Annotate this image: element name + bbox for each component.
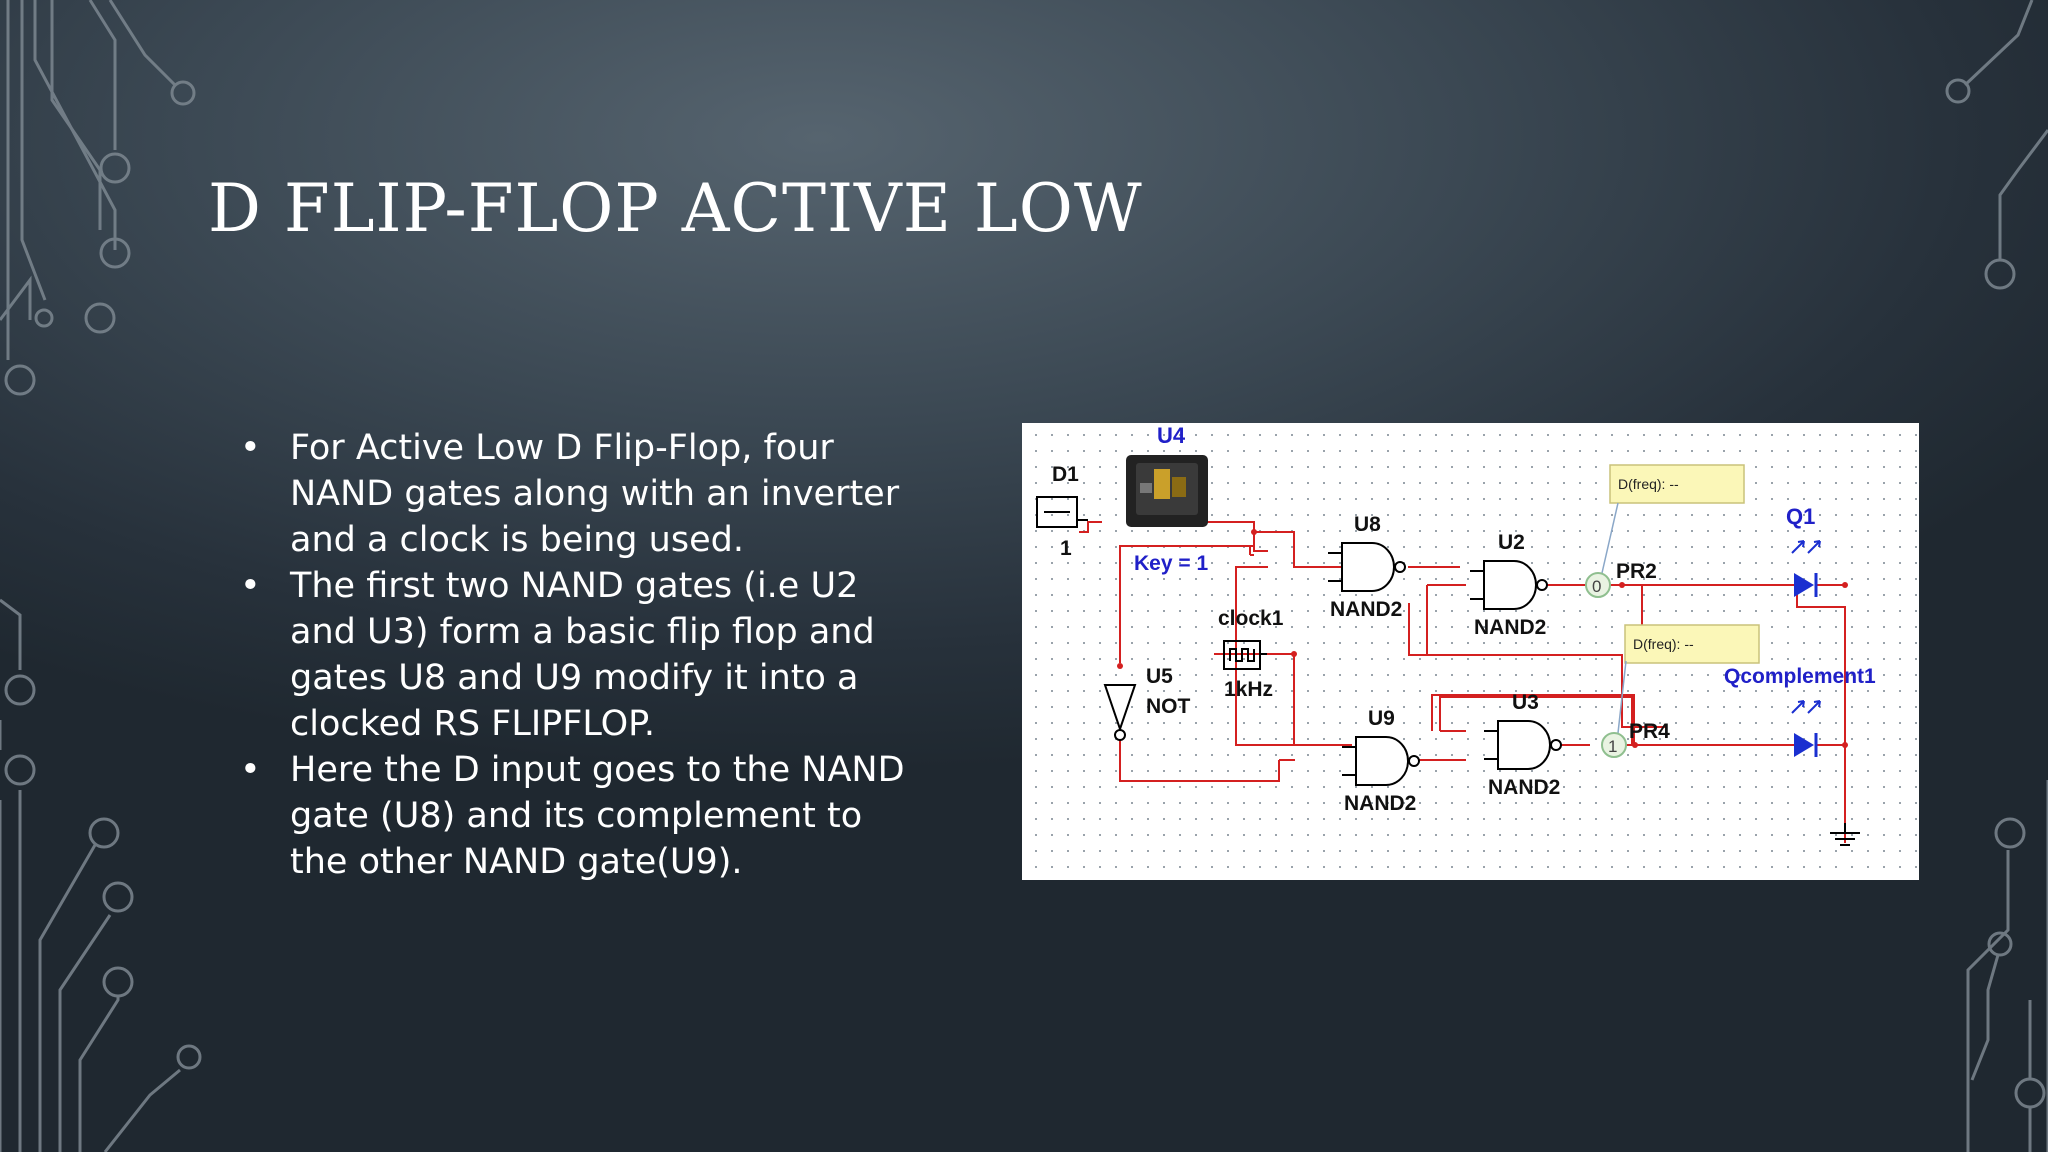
- inverter-type-label: NOT: [1146, 695, 1191, 718]
- gate-type-label: NAND2: [1330, 598, 1402, 621]
- circuit-decoration-right: [1945, 0, 2048, 1152]
- clock-source-icon: [1223, 640, 1267, 670]
- bullet-marker: •: [240, 566, 261, 606]
- led-qcomplement1-icon: [1791, 700, 1821, 757]
- led-q1-icon: [1791, 540, 1821, 597]
- bullet-text: Here the D input goes to the NAND gate (…: [290, 750, 905, 882]
- inverter-ref-label: U5: [1146, 665, 1173, 688]
- not-gate-icon: [1103, 684, 1137, 741]
- probe-readout-pr4: D(freq): --: [1617, 624, 1760, 734]
- gate-ref-label: U3: [1512, 691, 1539, 714]
- probe-readout-pr2: D(freq): --: [1601, 464, 1745, 574]
- gate-type-label: NAND2: [1474, 616, 1546, 639]
- gate-ref-label: U8: [1354, 513, 1381, 536]
- bullet-marker: •: [240, 428, 261, 468]
- probe-state: 0: [1592, 577, 1601, 596]
- clock-label: clock1: [1218, 607, 1284, 630]
- bullet-item: • Here the D input goes to the NAND gate …: [240, 747, 920, 885]
- bullet-item: • For Active Low D Flip-Flop, four NAND g…: [240, 425, 920, 563]
- nand-gate-icon: [1483, 560, 1548, 610]
- probe-ref-label: PR4: [1629, 720, 1670, 743]
- nand-gate-icon: [1497, 720, 1562, 770]
- gate-type-label: NAND2: [1488, 776, 1560, 799]
- d1-label: D1: [1052, 463, 1079, 486]
- gate-ref-label: U9: [1368, 707, 1395, 730]
- nand-gate-icon: [1341, 542, 1406, 592]
- d1-value: 1: [1060, 537, 1072, 560]
- probe-state: 1: [1608, 737, 1617, 756]
- bullet-marker: •: [240, 750, 261, 790]
- key-value-label: Key = 1: [1134, 552, 1208, 575]
- slide-title: D FLIP-FLOP ACTIVE LOW: [208, 170, 1143, 247]
- clock-freq-label: 1kHz: [1224, 678, 1273, 701]
- circuit-decoration-left: [0, 0, 202, 1152]
- bullet-text: For Active Low D Flip-Flop, four NAND ga…: [290, 428, 900, 560]
- circuit-schematic: D1 1 U4 Key = 1 clock1 1kHz U5 NOT: [1022, 423, 1919, 880]
- bullet-list: • For Active Low D Flip-Flop, four NAND g…: [240, 425, 920, 885]
- key-ref-label: U4: [1157, 423, 1186, 448]
- bullet-text: The first two NAND gates (i.e U2 and U3)…: [290, 566, 875, 744]
- key-switch-icon[interactable]: [1126, 455, 1208, 527]
- probe-readout-text: D(freq): --: [1633, 636, 1694, 652]
- d1-source: [1036, 496, 1088, 528]
- probe-pr4-indicator: 1: [1601, 732, 1627, 758]
- gate-ref-label: U2: [1498, 531, 1525, 554]
- probe-readout-text: D(freq): --: [1618, 476, 1679, 492]
- gate-type-label: NAND2: [1344, 792, 1416, 815]
- probe-ref-label: PR2: [1616, 560, 1657, 583]
- bullet-item: • The first two NAND gates (i.e U2 and U3…: [240, 563, 920, 747]
- led-label: Q1: [1786, 504, 1815, 529]
- ground-icon: [1830, 823, 1860, 846]
- nand-gate-icon: [1355, 736, 1420, 786]
- led-label: Qcomplement1: [1724, 665, 1876, 688]
- probe-pr2-indicator: 0: [1585, 572, 1611, 598]
